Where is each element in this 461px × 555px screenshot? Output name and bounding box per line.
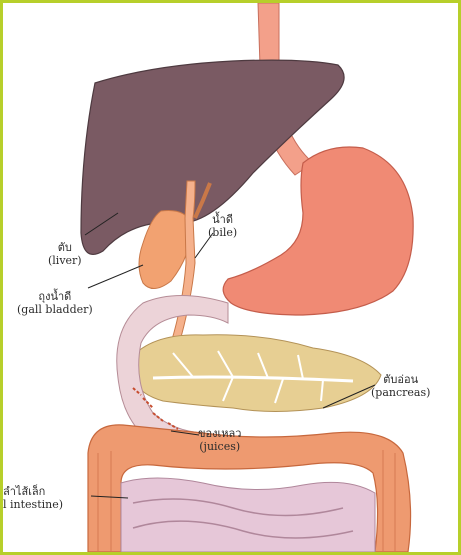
- label-liver: ตับ (liver): [48, 241, 82, 267]
- label-small-intestine: ลำไส้เล็ก l intestine): [3, 485, 63, 511]
- label-pancreas-en: (pancreas): [371, 386, 430, 399]
- label-liver-th: ตับ: [48, 241, 82, 254]
- digestive-diagram: [3, 3, 458, 552]
- leader-gall-bladder: [88, 265, 143, 288]
- label-gall-bladder-th: ถุงน้ำดี: [17, 290, 93, 303]
- label-bile: น้ำดี (bile): [208, 213, 237, 239]
- label-liver-en: (liver): [48, 254, 82, 267]
- label-juices-th: ของเหลว: [198, 427, 241, 440]
- label-small-intestine-en: l intestine): [3, 498, 63, 511]
- label-gall-bladder-en: (gall bladder): [17, 303, 93, 316]
- label-pancreas: ตับอ่อน (pancreas): [371, 373, 430, 399]
- label-pancreas-th: ตับอ่อน: [371, 373, 430, 386]
- label-bile-en: (bile): [208, 226, 237, 239]
- label-gall-bladder: ถุงน้ำดี (gall bladder): [17, 290, 93, 316]
- label-juices: ของเหลว (juices): [198, 427, 241, 453]
- pancreas: [131, 335, 381, 412]
- small-intestine: [121, 478, 375, 552]
- label-small-intestine-th: ลำไส้เล็ก: [3, 485, 63, 498]
- label-juices-en: (juices): [198, 440, 241, 453]
- label-bile-th: น้ำดี: [208, 213, 237, 226]
